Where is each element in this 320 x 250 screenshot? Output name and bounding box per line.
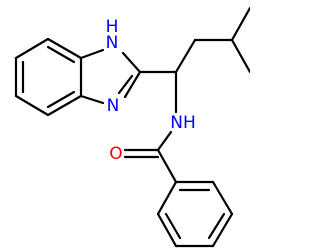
bond	[46, 37, 83, 60]
bond	[14, 37, 50, 60]
imine-atom-label: N	[107, 96, 120, 116]
bond	[156, 212, 178, 248]
nh-atom-label-h: H	[106, 17, 119, 37]
bond	[230, 38, 250, 74]
amide-nh-atom-label: NH	[170, 113, 196, 133]
chemical-structure-canvas: N H N NH O	[14, 6, 250, 248]
oxygen-atom-label: O	[109, 144, 122, 164]
bond	[174, 38, 197, 74]
bond	[79, 48, 105, 60]
phenyl-ring	[156, 180, 234, 248]
benzamide-group	[123, 130, 178, 184]
atom-labels: N H N NH O	[106, 17, 196, 164]
bond	[156, 180, 178, 216]
nh-atom-label-n: N	[106, 33, 119, 53]
double-bond-inner	[207, 212, 226, 240]
bond	[46, 94, 83, 117]
bond	[123, 70, 142, 99]
double-bond-inner	[46, 45, 76, 64]
bond	[230, 6, 250, 42]
benzo-ring	[14, 37, 83, 117]
molecule-diagram: N H N NH O	[14, 6, 250, 248]
bond	[156, 130, 173, 152]
side-chain	[138, 6, 250, 114]
double-bond-inner	[46, 90, 76, 109]
bond	[14, 94, 50, 117]
bond	[211, 212, 234, 248]
bond	[211, 180, 234, 216]
bond	[79, 94, 105, 105]
double-bond-inner	[164, 212, 182, 240]
bond	[121, 51, 142, 74]
double-bond-inner	[117, 74, 134, 95]
imidazole-ring	[79, 48, 142, 105]
bond	[156, 148, 178, 184]
